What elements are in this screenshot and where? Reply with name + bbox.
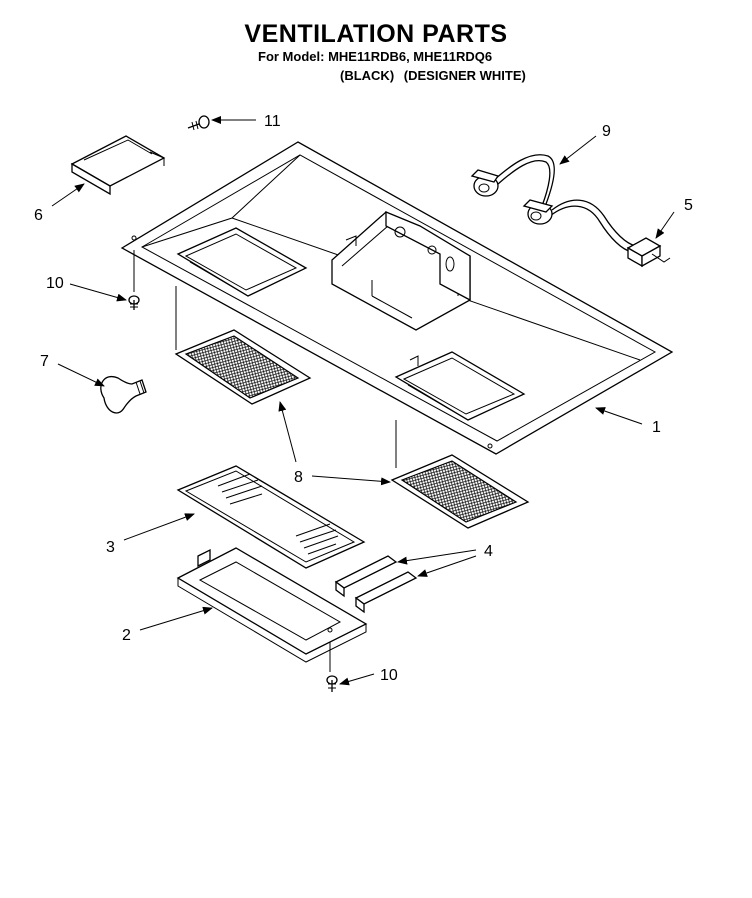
color-line: (BLACK) (DESIGNER WHITE): [340, 68, 532, 83]
wire-connector: [626, 237, 671, 268]
page-title: VENTILATION PARTS: [244, 20, 508, 48]
color-black: (BLACK): [340, 68, 395, 83]
color-designer-white: (DESIGNER WHITE): [403, 68, 526, 83]
callout-10-upper: 10: [46, 275, 64, 292]
screw-10-upper: [128, 295, 140, 310]
model-line: For Model: MHE11RDB6, MHE11RDQ6: [258, 49, 492, 64]
light-lens: [176, 465, 366, 569]
callout-1: 1: [652, 419, 661, 436]
callout-8: 8: [294, 469, 303, 486]
light-bulb: [100, 375, 147, 414]
model-numbers: MHE11RDB6, MHE11RDQ6: [328, 49, 493, 64]
screw-10-lower: [326, 675, 338, 692]
callout-6: 6: [34, 207, 43, 224]
callout-9: 9: [602, 123, 611, 140]
leader-lines: [51, 116, 675, 686]
light-strip-upper: [334, 555, 398, 598]
grease-filter-right: [390, 454, 530, 529]
callout-2: 2: [122, 627, 131, 644]
light-strip-lower: [354, 571, 418, 614]
lamp-socket-harness: [470, 154, 637, 253]
callout-5: 5: [684, 197, 693, 214]
model-prefix: For Model:: [258, 49, 325, 64]
filter-bracket: [70, 135, 166, 196]
lens-frame: [176, 547, 368, 663]
callout-7: 7: [40, 353, 49, 370]
callout-3: 3: [106, 539, 115, 556]
vent-base-panel: [120, 141, 674, 455]
grease-filter-left: [174, 329, 312, 405]
callout-4: 4: [484, 543, 493, 560]
callout-11: 11: [264, 113, 281, 130]
screw-11: [187, 115, 210, 131]
callout-10-lower: 10: [380, 667, 398, 684]
